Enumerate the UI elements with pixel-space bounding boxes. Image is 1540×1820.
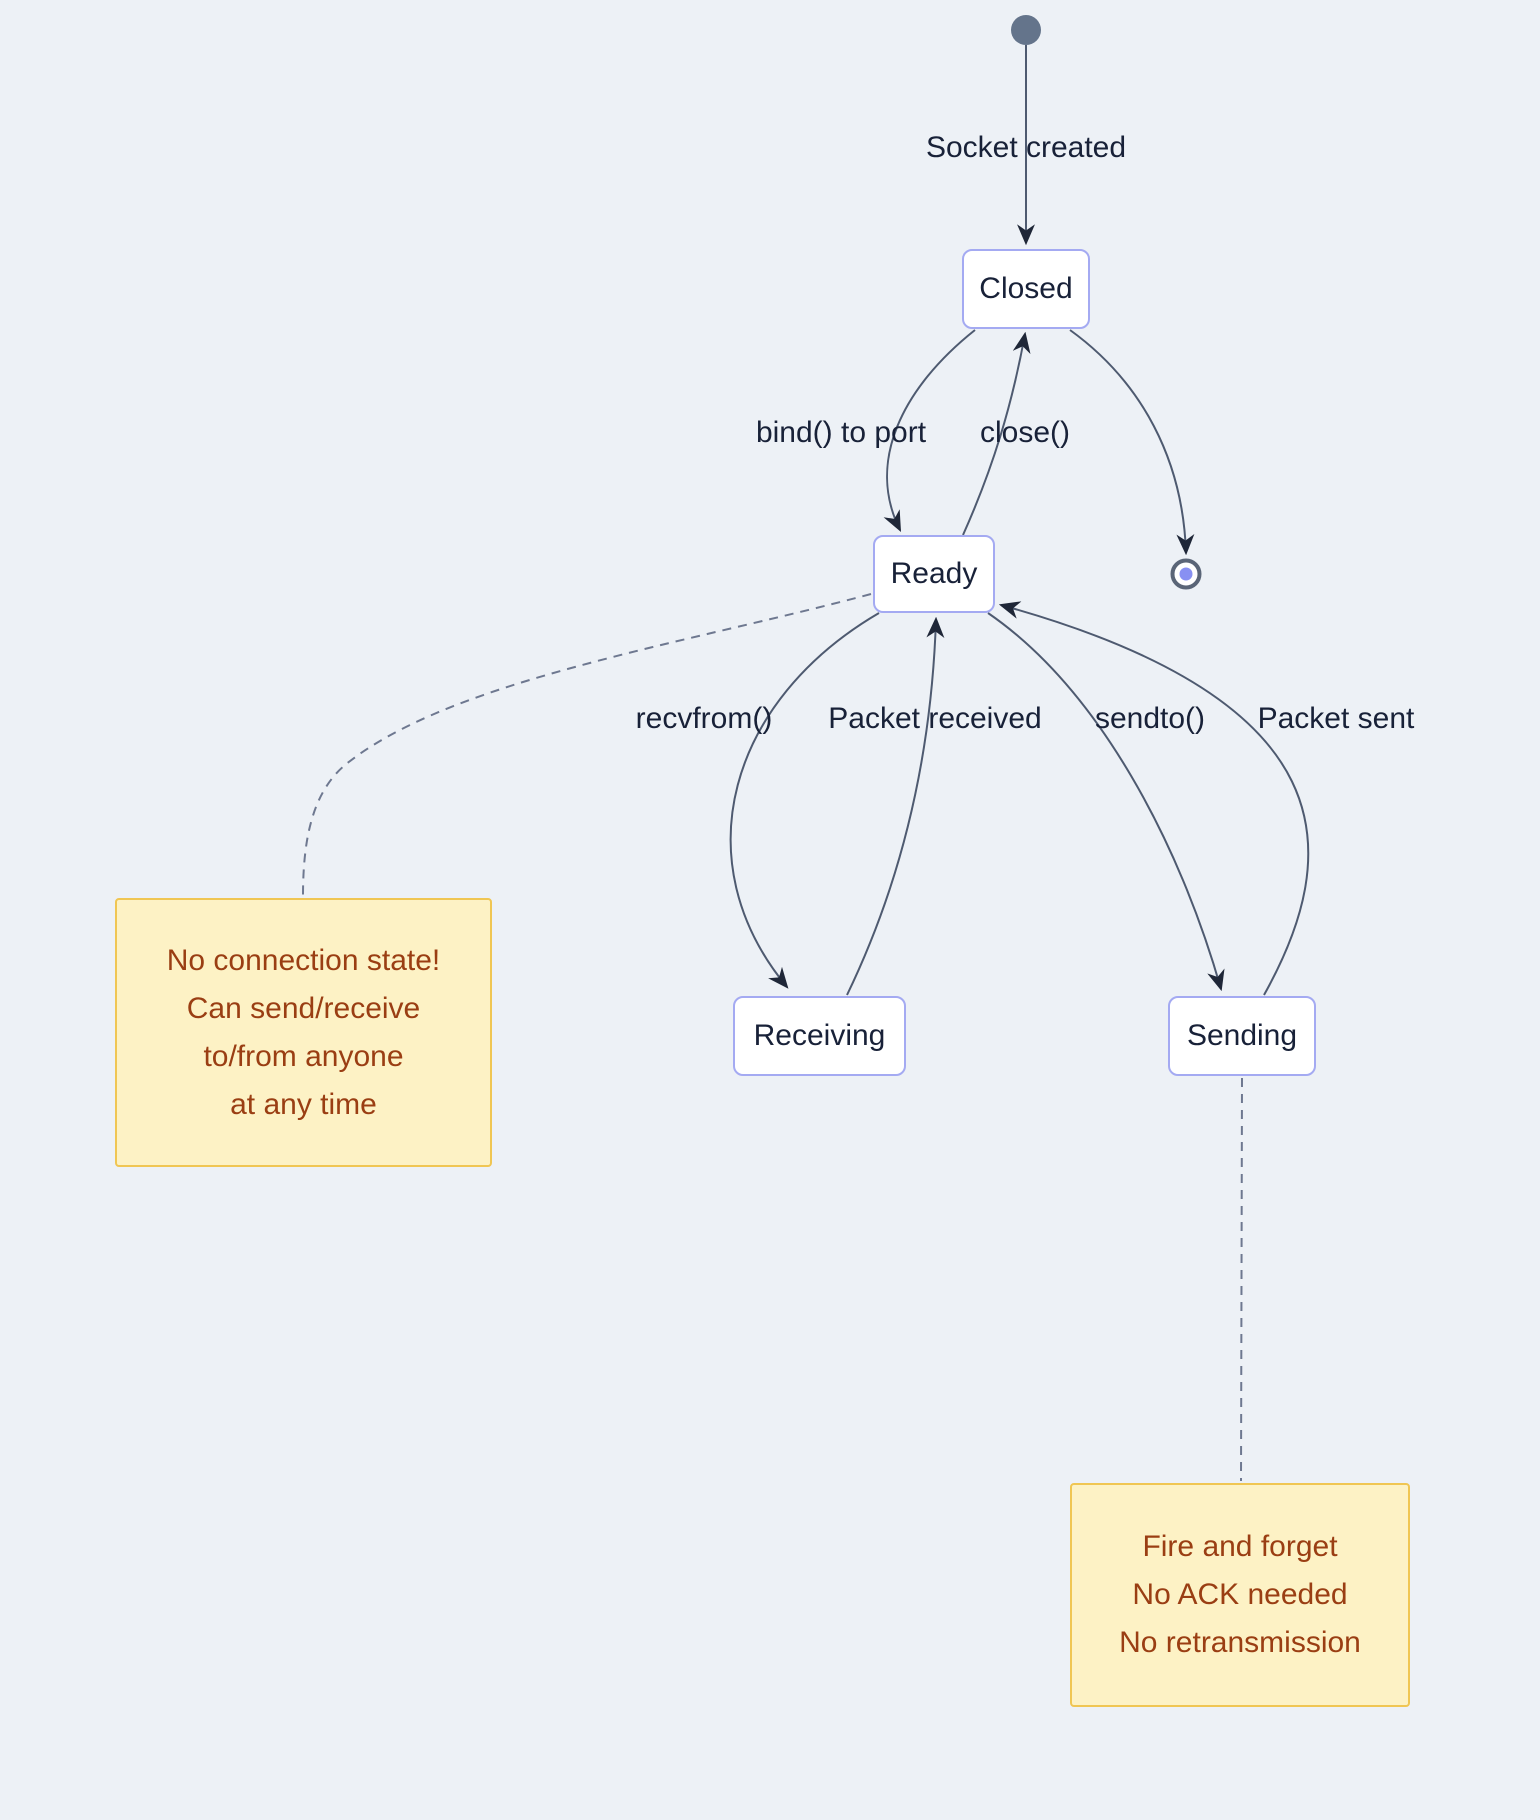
edge-label-recvfrom: recvfrom() — [635, 702, 773, 735]
edge-label-bind-to-port: bind() to port — [755, 416, 927, 449]
state-ready: Ready — [873, 535, 995, 613]
edge-label-packet-sent: Packet sent — [1257, 702, 1415, 735]
edge-sendto — [987, 612, 1225, 992]
note-connector-ready — [302, 593, 872, 897]
state-label-sending: Sending — [1186, 1019, 1298, 1052]
note-no-connection-state: No connection state! Can send/receive to… — [115, 898, 492, 1167]
note-connector-sending — [1240, 1077, 1243, 1482]
edge-label-packet-received: Packet received — [828, 702, 1042, 735]
edge-recvfrom — [729, 612, 880, 989]
state-closed: Closed — [962, 249, 1090, 329]
note-line: No connection state! — [166, 943, 441, 977]
edge-packet-sent — [998, 601, 1310, 996]
edge-label-sendto: sendto() — [1094, 702, 1206, 735]
state-label-closed: Closed — [979, 272, 1073, 305]
edge-closed-to-final — [1069, 329, 1195, 556]
note-line: to/from anyone — [203, 1039, 404, 1073]
edge-bind-to-port — [883, 329, 976, 533]
initial-state-dot-icon — [1011, 15, 1041, 45]
note-line: Fire and forget — [1142, 1530, 1338, 1563]
state-receiving: Receiving — [733, 996, 906, 1076]
note-fire-and-forget: Fire and forget No ACK needed No retrans… — [1070, 1483, 1410, 1707]
note-line: No retransmission — [1119, 1626, 1361, 1659]
state-label-receiving: Receiving — [753, 1019, 886, 1052]
state-sending: Sending — [1168, 996, 1316, 1076]
edge-label-socket-created: Socket created — [925, 131, 1127, 164]
edge-packet-received — [846, 616, 945, 996]
note-line: at any time — [230, 1087, 377, 1121]
note-line: Can send/receive — [186, 991, 421, 1025]
final-state-inner-dot-icon — [1179, 567, 1193, 581]
edge-close — [962, 331, 1031, 536]
note-line: No ACK needed — [1132, 1578, 1348, 1611]
edge-label-close: close() — [979, 416, 1071, 449]
state-label-ready: Ready — [890, 557, 978, 590]
